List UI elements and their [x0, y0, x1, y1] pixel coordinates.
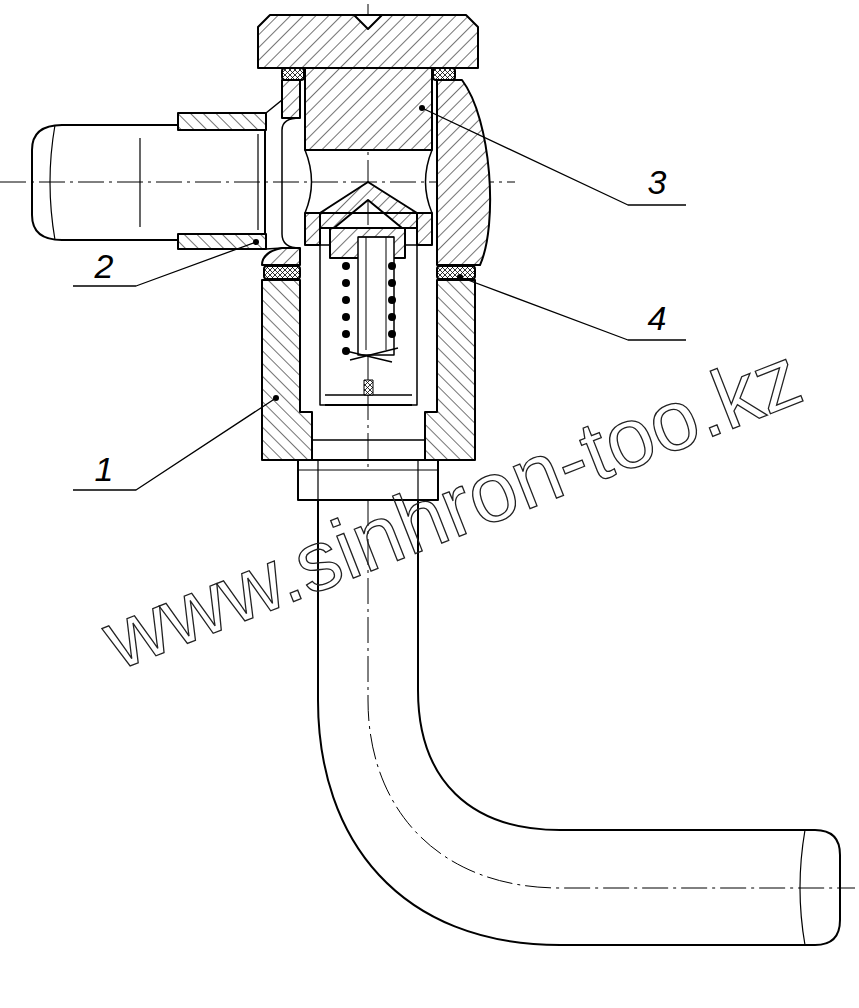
hollow-bolt — [258, 15, 478, 245]
watermark: www.sinhron-too.kz — [92, 333, 812, 684]
callout-number: 4 — [648, 301, 667, 335]
callout-number: 3 — [648, 165, 667, 199]
leader-dot — [253, 105, 463, 401]
side-pipe — [32, 125, 265, 240]
pipe-nut — [178, 113, 266, 249]
callout-number: 2 — [95, 249, 114, 283]
callout-number: 1 — [95, 452, 114, 486]
valve-insert — [320, 228, 417, 405]
